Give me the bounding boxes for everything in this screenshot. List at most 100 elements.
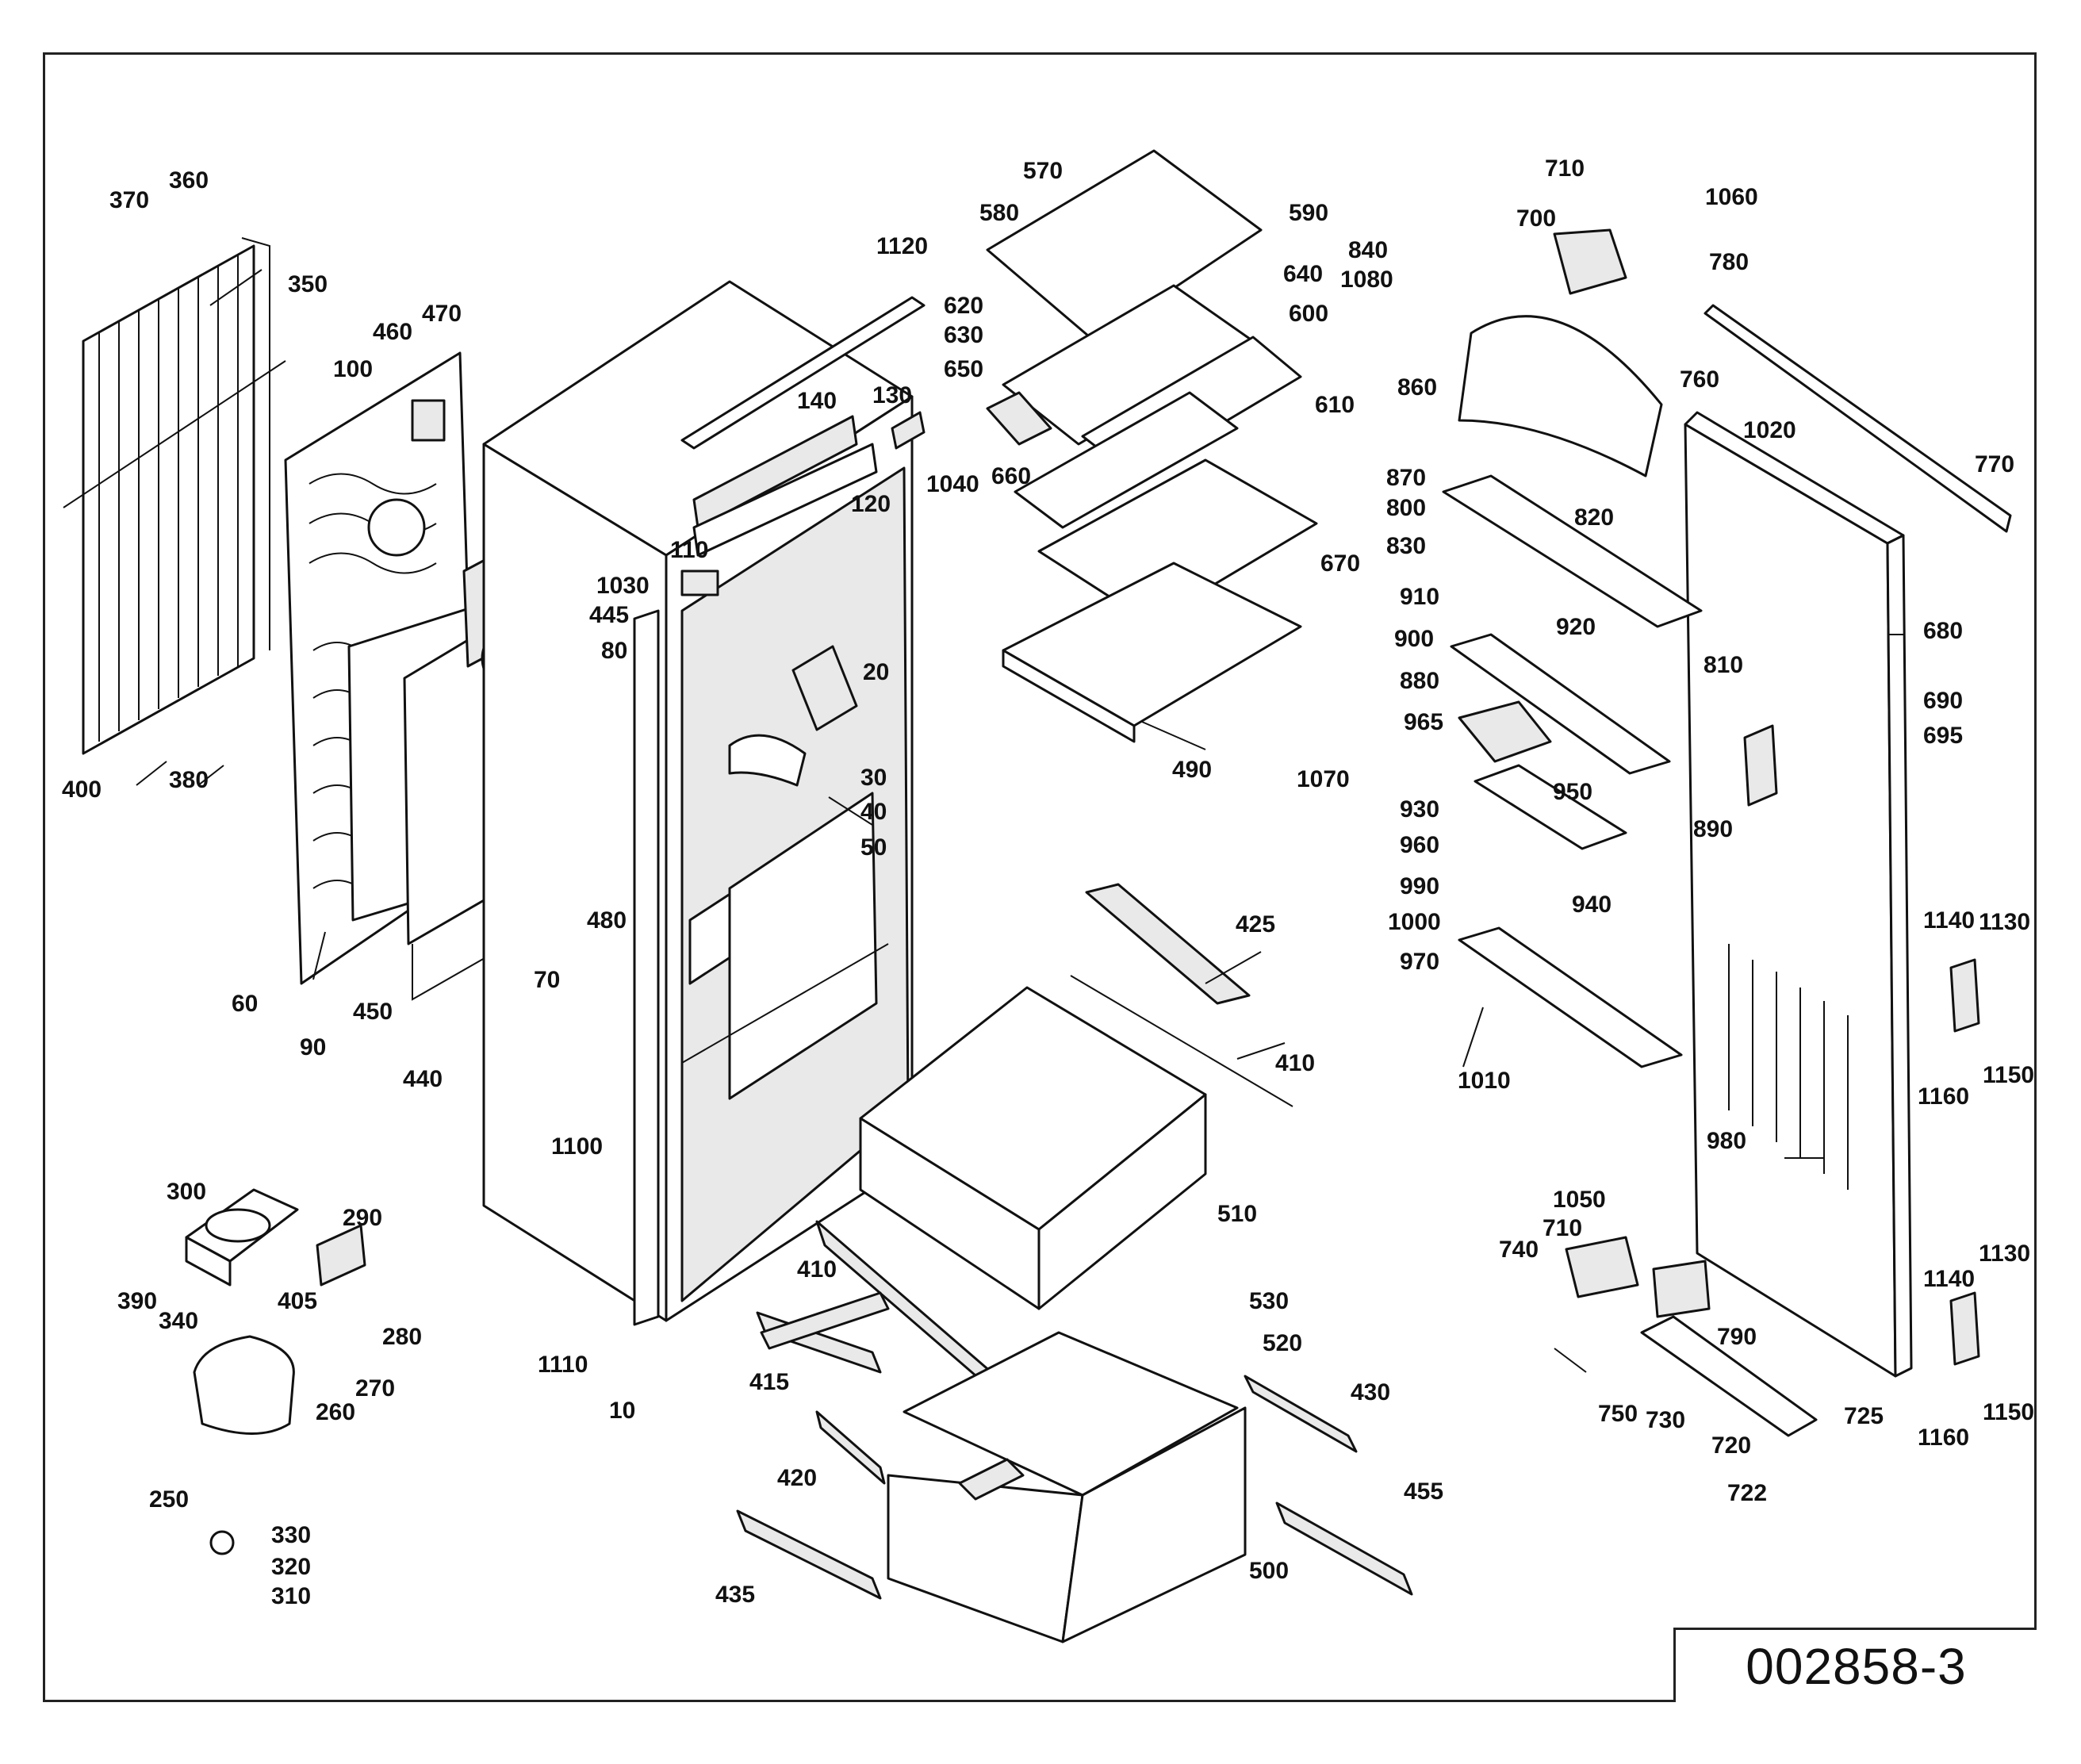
- label-800: 800: [1386, 495, 1426, 521]
- label-960: 960: [1400, 832, 1439, 858]
- label-20: 20: [863, 659, 889, 685]
- label-310: 310: [271, 1583, 311, 1609]
- label-890: 890: [1693, 816, 1733, 842]
- label-930: 930: [1400, 796, 1439, 823]
- label-1030: 1030: [596, 573, 650, 599]
- label-820: 820: [1574, 504, 1614, 531]
- label-670: 670: [1320, 550, 1360, 577]
- label-100: 100: [333, 356, 373, 382]
- label-950: 950: [1553, 779, 1592, 805]
- drawing-number-box: 002858-3: [1673, 1628, 2037, 1702]
- label-370: 370: [109, 187, 149, 213]
- label-450: 450: [353, 999, 393, 1025]
- label-770: 770: [1975, 451, 2014, 477]
- label-1020: 1020: [1743, 417, 1796, 443]
- label-790: 790: [1717, 1324, 1757, 1350]
- label-1160b: 1160: [1918, 1425, 1969, 1451]
- label-880: 880: [1400, 668, 1439, 694]
- label-1010: 1010: [1458, 1068, 1511, 1094]
- label-700: 700: [1516, 205, 1556, 232]
- label-270: 270: [355, 1375, 395, 1402]
- label-430: 430: [1351, 1379, 1390, 1405]
- label-860: 860: [1397, 374, 1437, 401]
- label-1140b: 1140: [1923, 1266, 1975, 1292]
- label-80: 80: [601, 638, 627, 664]
- label-830: 830: [1386, 533, 1426, 559]
- label-50: 50: [860, 834, 887, 861]
- label-970: 970: [1400, 949, 1439, 975]
- label-722: 722: [1727, 1480, 1767, 1506]
- label-425: 425: [1236, 911, 1275, 938]
- hinge-parts: [1553, 228, 2012, 1437]
- label-320: 320: [271, 1554, 311, 1580]
- label-415: 415: [749, 1369, 789, 1395]
- label-60: 60: [232, 991, 258, 1017]
- label-1070: 1070: [1297, 766, 1350, 792]
- label-70: 70: [534, 967, 560, 993]
- label-1120: 1120: [876, 233, 928, 259]
- label-1150a: 1150: [1983, 1062, 2034, 1088]
- cabinet-body: [482, 280, 914, 1326]
- condenser-coil: [63, 237, 286, 755]
- label-410b: 410: [797, 1256, 837, 1283]
- label-760: 760: [1680, 366, 1719, 393]
- label-650: 650: [944, 356, 983, 382]
- label-1150b: 1150: [1983, 1399, 2034, 1425]
- drawing-frame: [43, 52, 2037, 1702]
- label-10: 10: [609, 1398, 635, 1424]
- label-410a: 410: [1275, 1050, 1315, 1076]
- label-490: 490: [1172, 757, 1212, 783]
- label-40: 40: [860, 799, 887, 825]
- label-300: 300: [167, 1179, 206, 1205]
- label-530: 530: [1249, 1288, 1289, 1314]
- label-1040: 1040: [926, 471, 979, 497]
- label-405: 405: [278, 1288, 317, 1314]
- label-1080: 1080: [1340, 267, 1393, 293]
- label-910: 910: [1400, 584, 1439, 610]
- label-810: 810: [1704, 652, 1743, 678]
- label-630: 630: [944, 322, 983, 348]
- label-290: 290: [343, 1205, 382, 1231]
- label-340: 340: [159, 1308, 198, 1334]
- label-740: 740: [1499, 1237, 1539, 1263]
- label-390: 390: [117, 1288, 157, 1314]
- label-110: 110: [670, 537, 708, 563]
- label-840: 840: [1348, 237, 1388, 263]
- label-435: 435: [715, 1582, 755, 1608]
- label-710b: 710: [1543, 1215, 1582, 1241]
- label-965: 965: [1404, 709, 1443, 735]
- label-350: 350: [288, 271, 328, 297]
- label-470: 470: [422, 301, 462, 327]
- label-520: 520: [1263, 1330, 1302, 1356]
- drawing-number: 002858-3: [1746, 1637, 1967, 1695]
- leader-lines: [136, 269, 1903, 1373]
- glass-shelves: [986, 149, 1318, 743]
- label-420: 420: [777, 1465, 817, 1491]
- label-660: 660: [991, 463, 1031, 489]
- label-330: 330: [271, 1522, 311, 1548]
- label-510: 510: [1217, 1201, 1257, 1227]
- label-1060: 1060: [1705, 184, 1758, 210]
- label-90: 90: [300, 1034, 326, 1060]
- label-1000: 1000: [1388, 909, 1441, 935]
- label-695: 695: [1923, 723, 1963, 749]
- label-720: 720: [1711, 1432, 1751, 1459]
- label-260: 260: [316, 1399, 355, 1425]
- label-620: 620: [944, 293, 983, 319]
- label-1160a: 1160: [1918, 1083, 1969, 1110]
- door-shelves: [1442, 315, 1703, 1068]
- label-570: 570: [1023, 158, 1063, 184]
- label-940: 940: [1572, 892, 1612, 918]
- label-690: 690: [1923, 688, 1963, 714]
- crisper-drawers: [815, 986, 1247, 1643]
- control-panel-parts: [680, 296, 926, 787]
- part-labels: 360 370 350 100 460 470 445 80 400 380 6…: [62, 155, 2034, 1609]
- fridge-door: [1684, 411, 1913, 1378]
- label-130: 130: [872, 382, 912, 408]
- label-680: 680: [1923, 618, 1963, 644]
- label-280: 280: [382, 1324, 422, 1350]
- drawer-rails: [736, 883, 1413, 1600]
- label-360: 360: [169, 167, 209, 194]
- label-730: 730: [1646, 1407, 1685, 1433]
